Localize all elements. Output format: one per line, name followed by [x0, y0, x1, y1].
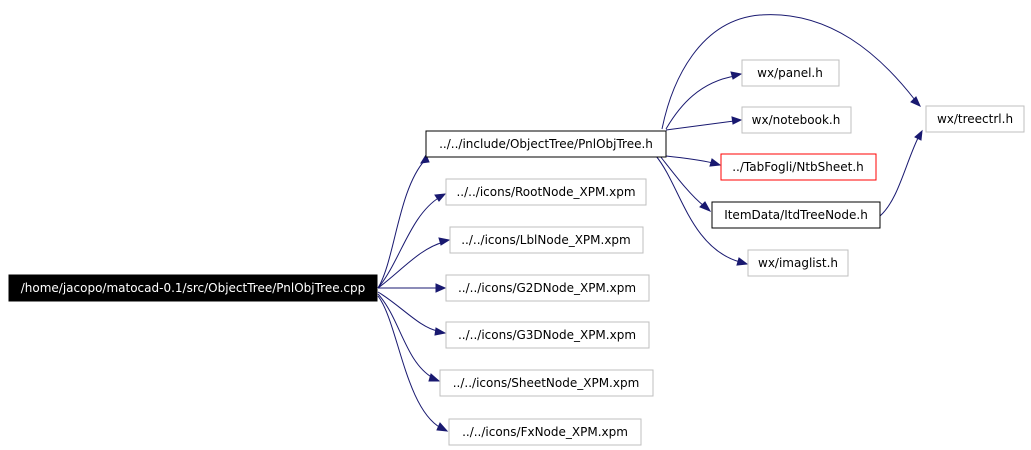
edge-root-to-g3dnode-xpm: [377, 291, 439, 332]
node-wx-imaglist[interactable]: wx/imaglist.h: [747, 249, 849, 277]
edge-root-to-pnlobjtree-h: [377, 159, 426, 289]
node-rootnode-xpm[interactable]: ../../icons/RootNode_XPM.xpm: [445, 178, 647, 206]
edge-itdtreenode-to-wx-treectrl: [879, 137, 919, 217]
edge-pnlobjtree-h-to-ntbsheet: [665, 155, 714, 164]
svg-text:../../icons/FxNode_XPM.xpm: ../../icons/FxNode_XPM.xpm: [462, 425, 628, 439]
arrowhead: [436, 422, 449, 432]
arrowhead: [699, 201, 712, 212]
node-wx-treectrl[interactable]: wx/treectrl.h: [925, 105, 1025, 133]
node-sheetnode-xpm[interactable]: ../../icons/SheetNode_XPM.xpm: [439, 369, 654, 397]
nodes: /home/jacopo/matocad-0.1/src/ObjectTree/…: [8, 59, 1025, 446]
node-ntbsheet[interactable]: ../TabFogli/NtbSheet.h: [720, 153, 877, 181]
svg-text:wx/panel.h: wx/panel.h: [757, 66, 823, 80]
svg-text:../../icons/SheetNode_XPM.xpm: ../../icons/SheetNode_XPM.xpm: [453, 376, 640, 390]
node-root[interactable]: /home/jacopo/matocad-0.1/src/ObjectTree/…: [8, 274, 378, 302]
edge-root-to-sheetnode-xpm: [377, 293, 434, 379]
node-fxnode-xpm[interactable]: ../../icons/FxNode_XPM.xpm: [448, 418, 642, 446]
arrowhead: [910, 96, 921, 107]
svg-text:ItemData/ItdTreeNode.h: ItemData/ItdTreeNode.h: [724, 208, 868, 222]
node-wx-notebook[interactable]: wx/notebook.h: [741, 106, 852, 134]
edge-pnlobjtree-h-to-wx-treectrl: [661, 14, 916, 130]
svg-text:../../icons/G3DNode_XPM.xpm: ../../icons/G3DNode_XPM.xpm: [458, 328, 636, 342]
node-itdtreenode[interactable]: ItemData/ItdTreeNode.h: [711, 201, 881, 229]
arrowhead: [731, 116, 743, 125]
node-wx-panel[interactable]: wx/panel.h: [741, 59, 840, 87]
arrowhead: [420, 153, 430, 164]
arrowhead: [914, 129, 923, 141]
svg-text:wx/notebook.h: wx/notebook.h: [752, 113, 841, 127]
svg-text:../TabFogli/NtbSheet.h: ../TabFogli/NtbSheet.h: [732, 160, 864, 174]
arrowhead: [428, 373, 441, 382]
svg-text:../../include/ObjectTree/PnlOb: ../../include/ObjectTree/PnlObjTree.h: [439, 137, 653, 151]
edge-root-to-rootnode-xpm: [377, 196, 441, 289]
svg-text:../../icons/G2DNode_XPM.xpm: ../../icons/G2DNode_XPM.xpm: [458, 281, 636, 295]
node-g2dnode-xpm[interactable]: ../../icons/G2DNode_XPM.xpm: [445, 274, 650, 302]
svg-text:/home/jacopo/matocad-0.1/src/O: /home/jacopo/matocad-0.1/src/ObjectTree/…: [21, 281, 366, 295]
node-g3dnode-xpm[interactable]: ../../icons/G3DNode_XPM.xpm: [445, 321, 650, 349]
edge-pnlobjtree-h-to-wx-panel: [665, 75, 736, 130]
node-pnlobjtree-h[interactable]: ../../include/ObjectTree/PnlObjTree.h: [425, 130, 667, 158]
arrowhead: [435, 283, 447, 293]
svg-text:../../icons/LblNode_XPM.xpm: ../../icons/LblNode_XPM.xpm: [461, 233, 631, 247]
arrowhead: [730, 71, 743, 80]
edges: [377, 14, 923, 432]
arrowhead: [736, 257, 749, 266]
arrowhead: [434, 327, 447, 336]
arrowhead: [709, 158, 722, 167]
arrowhead: [438, 237, 451, 246]
svg-text:wx/imaglist.h: wx/imaglist.h: [758, 256, 838, 270]
edge-pnlobjtree-h-to-wx-notebook: [665, 120, 735, 131]
node-lblnode-xpm[interactable]: ../../icons/LblNode_XPM.xpm: [449, 226, 644, 254]
edge-root-to-lblnode-xpm: [377, 241, 445, 289]
edge-root-to-fxnode-xpm: [377, 295, 442, 429]
arrowhead: [434, 193, 447, 202]
svg-text:../../icons/RootNode_XPM.xpm: ../../icons/RootNode_XPM.xpm: [456, 185, 635, 199]
svg-text:wx/treectrl.h: wx/treectrl.h: [937, 112, 1013, 126]
edge-pnlobjtree-h-to-itdtreenode: [659, 155, 705, 207]
edge-pnlobjtree-h-to-wx-imaglist: [655, 155, 741, 263]
